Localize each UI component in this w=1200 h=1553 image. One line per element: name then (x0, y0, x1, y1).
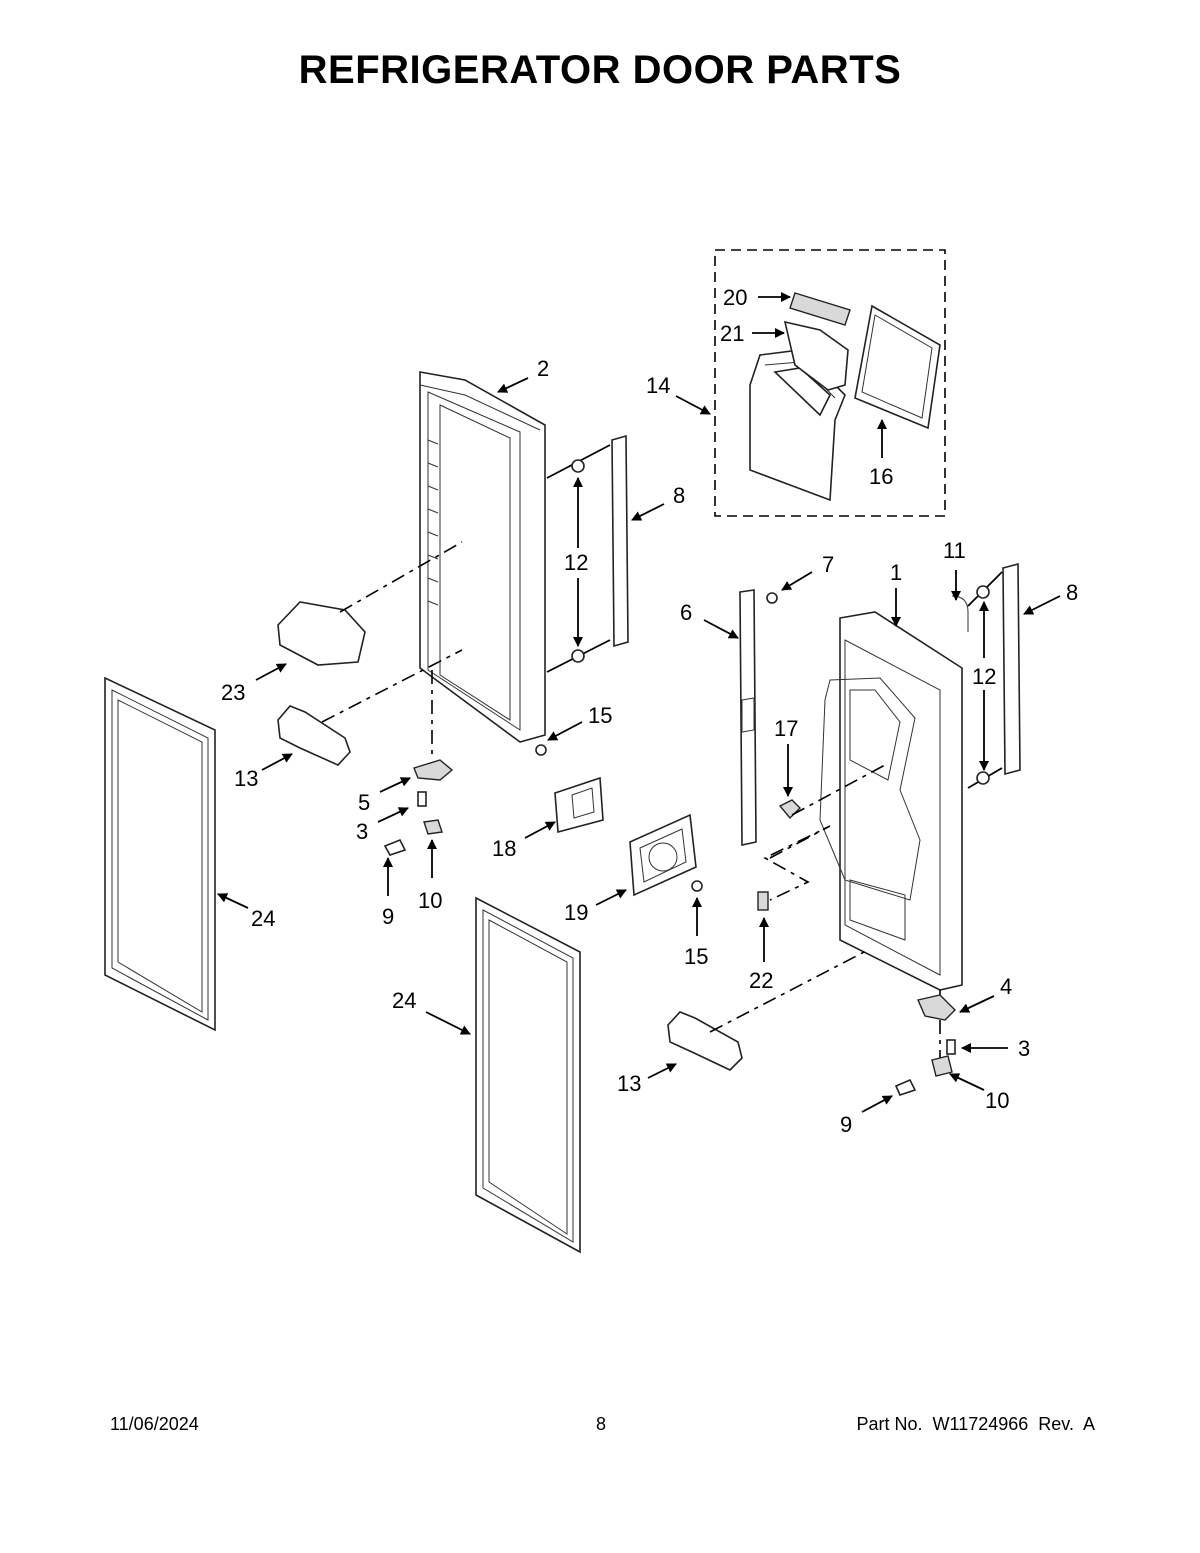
footer-page-number: 8 (596, 1414, 607, 1434)
page-title: REFRIGERATOR DOOR PARTS (298, 48, 902, 92)
callout-15: 15 (588, 703, 612, 728)
left-handle-part (546, 434, 629, 673)
callout-7: 7 (822, 552, 834, 577)
callout-22: 22 (749, 968, 773, 993)
clip-22-part (757, 891, 769, 911)
gasket-24-center-part (475, 896, 581, 1254)
trim-strip-6-part (739, 589, 778, 846)
bin-13-right-part (667, 1011, 743, 1071)
callout-5: 5 (358, 790, 370, 815)
callout-20: 20 (723, 285, 747, 310)
callout-14: 14 (646, 373, 670, 398)
bin-13-left-part (277, 705, 351, 766)
callout-11: 11 (943, 538, 966, 563)
callout-24-b: 24 (392, 988, 416, 1013)
left-door-liner-part (419, 371, 546, 743)
callout-19: 19 (564, 900, 588, 925)
callout-24: 24 (251, 906, 275, 931)
callout-labels: 20 21 14 16 2 8 12 23 13 24 5 3 9 10 15 … (221, 285, 1078, 1137)
right-door-liner-part (819, 611, 963, 991)
callout-1: 1 (890, 560, 902, 585)
callout-8: 8 (673, 483, 685, 508)
alignment-lines (321, 541, 886, 1033)
left-hinge-parts (383, 670, 454, 856)
footer-part-number: Part No. W11724966 Rev. A (856, 1414, 1095, 1434)
callout-4: 4 (1000, 974, 1012, 999)
right-hinge-parts (894, 990, 956, 1096)
callout-9-b: 9 (840, 1112, 852, 1137)
callout-8-b: 8 (1066, 580, 1078, 605)
callout-13-b: 13 (617, 1071, 641, 1096)
bin-23-part (277, 601, 366, 666)
callout-3-b: 3 (1018, 1036, 1030, 1061)
callout-12-b: 12 (972, 664, 996, 689)
callout-13: 13 (234, 766, 258, 791)
callout-3: 3 (356, 819, 368, 844)
callout-12: 12 (564, 550, 588, 575)
footer-date: 11/06/2024 (110, 1414, 199, 1434)
gasket-24-left-part (104, 676, 216, 1032)
callout-15-b: 15 (684, 944, 708, 969)
callout-18: 18 (492, 836, 516, 861)
assembly-14-dashed-box (714, 249, 946, 517)
tube-11-part (951, 595, 969, 632)
callout-9: 9 (382, 904, 394, 929)
callout-10: 10 (418, 888, 442, 913)
callout-2: 2 (537, 356, 549, 381)
right-handle-part (967, 562, 1021, 789)
callout-arrows (217, 292, 1061, 1113)
callout-16: 16 (869, 464, 893, 489)
ice-container-part (749, 349, 846, 502)
callout-6: 6 (680, 600, 692, 625)
callout-23: 23 (221, 680, 245, 705)
seal-20-part (789, 292, 851, 326)
callout-10-b: 10 (985, 1088, 1009, 1113)
callout-21: 21 (720, 321, 744, 346)
part-17-part (778, 799, 801, 820)
panel-16-part (854, 304, 941, 430)
ring-21-part (783, 320, 849, 391)
dispenser-board-19-part (629, 813, 703, 897)
callout-17: 17 (774, 716, 798, 741)
dispenser-cover-18-part (535, 744, 604, 834)
